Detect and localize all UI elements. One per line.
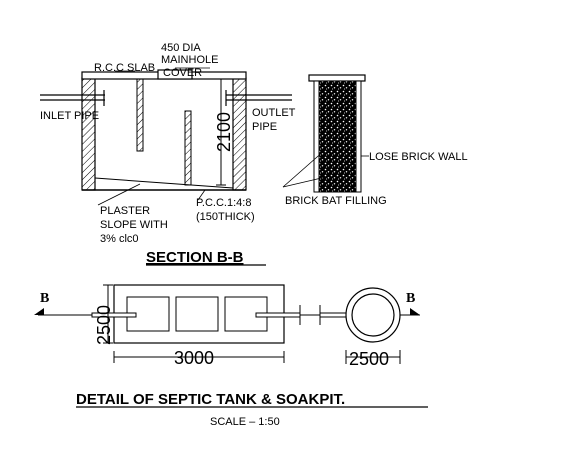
outlet-pipe-label: OUTLET (252, 107, 296, 119)
tank-chamber-2 (175, 296, 219, 332)
soakpit-wall-left (313, 80, 320, 193)
section-marker-right: B (406, 291, 415, 306)
pcc-label-2: (150THICK) (196, 211, 255, 223)
section-arrow-left (34, 308, 44, 315)
pcc-label: P.C.C.1:4:8 (196, 197, 251, 209)
rcc-slab-label: R.C.C SLAB (94, 62, 155, 74)
soakpit-wall-right (355, 80, 362, 193)
inlet-pipe-label: INLET PIPE (40, 110, 99, 122)
drawing-title: DETAIL OF SEPTIC TANK & SOAKPIT. (76, 391, 345, 408)
soakpit-plan-inner (351, 293, 395, 337)
tank-width-dimension: 2500 (94, 305, 114, 345)
septic-tank-section (40, 67, 292, 206)
section-marker-left: B (40, 291, 49, 306)
manhole-label-3: COVER (163, 67, 202, 79)
baffle-left (136, 78, 144, 152)
soakpit-dimension: 2500 (349, 349, 389, 369)
tank-length-dimension: 3000 (174, 348, 214, 368)
soakpit-cap (308, 74, 366, 82)
manhole-cover (157, 69, 193, 80)
section-arrow-right (410, 308, 420, 315)
plaster-label: PLASTER (100, 205, 150, 217)
lose-brick-label: LOSE BRICK WALL (369, 151, 468, 163)
baffle-right (184, 110, 192, 186)
plaster-label-3: 3% clc0 (100, 233, 139, 245)
floor-slope (94, 177, 234, 189)
manhole-label-2: MAINHOLE (161, 54, 218, 66)
plaster-label-2: SLOPE WITH (100, 219, 168, 231)
scale-label: SCALE – 1:50 (210, 416, 280, 428)
section-title: SECTION B-B (146, 249, 244, 266)
manhole-label: 450 DIA (161, 42, 201, 54)
brick-bat-label: BRICK BAT FILLING (285, 195, 387, 207)
soakpit-section (282, 74, 369, 193)
outlet-pipe-label-2: PIPE (252, 121, 277, 133)
plan-view (34, 284, 420, 364)
depth-dimension: 2100 (214, 112, 234, 152)
soakpit-fill (318, 80, 357, 193)
